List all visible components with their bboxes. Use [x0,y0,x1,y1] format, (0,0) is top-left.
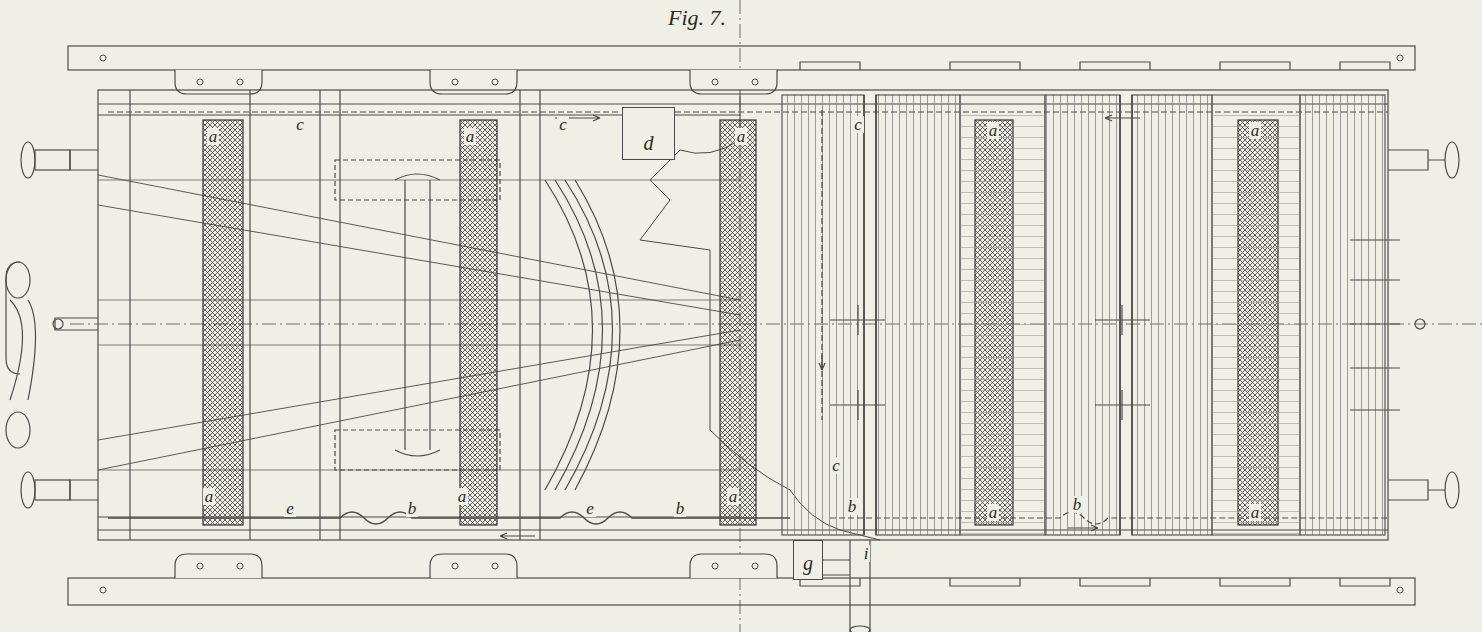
part-letter: a [987,122,1000,139]
part-letter: c [852,116,864,133]
part-letter: g [803,553,813,579]
part-letter: c [557,116,569,133]
part-letter: a [987,504,1000,521]
part-letter: a [456,488,469,505]
part-letter: d [644,133,654,159]
part-letter: c [830,457,842,474]
valve-housing: d [622,107,675,160]
part-letter: c [294,116,306,133]
part-letter: a [207,128,220,145]
part-letter: a [735,128,748,145]
part-letter: b [846,498,859,515]
part-letter: i [862,545,871,562]
part-letter: b [1071,496,1084,513]
pipe-flange: g [793,540,823,580]
part-letter: a [464,128,477,145]
part-letter: e [284,500,296,517]
part-letter: b [674,500,687,517]
part-letter: b [406,500,419,517]
part-letter: e [584,500,596,517]
part-letter: a [203,488,216,505]
part-letter: a [1249,504,1262,521]
figure-title: Fig. 7. [666,7,728,29]
part-letter: a [1249,122,1262,139]
part-letter: a [727,488,740,505]
